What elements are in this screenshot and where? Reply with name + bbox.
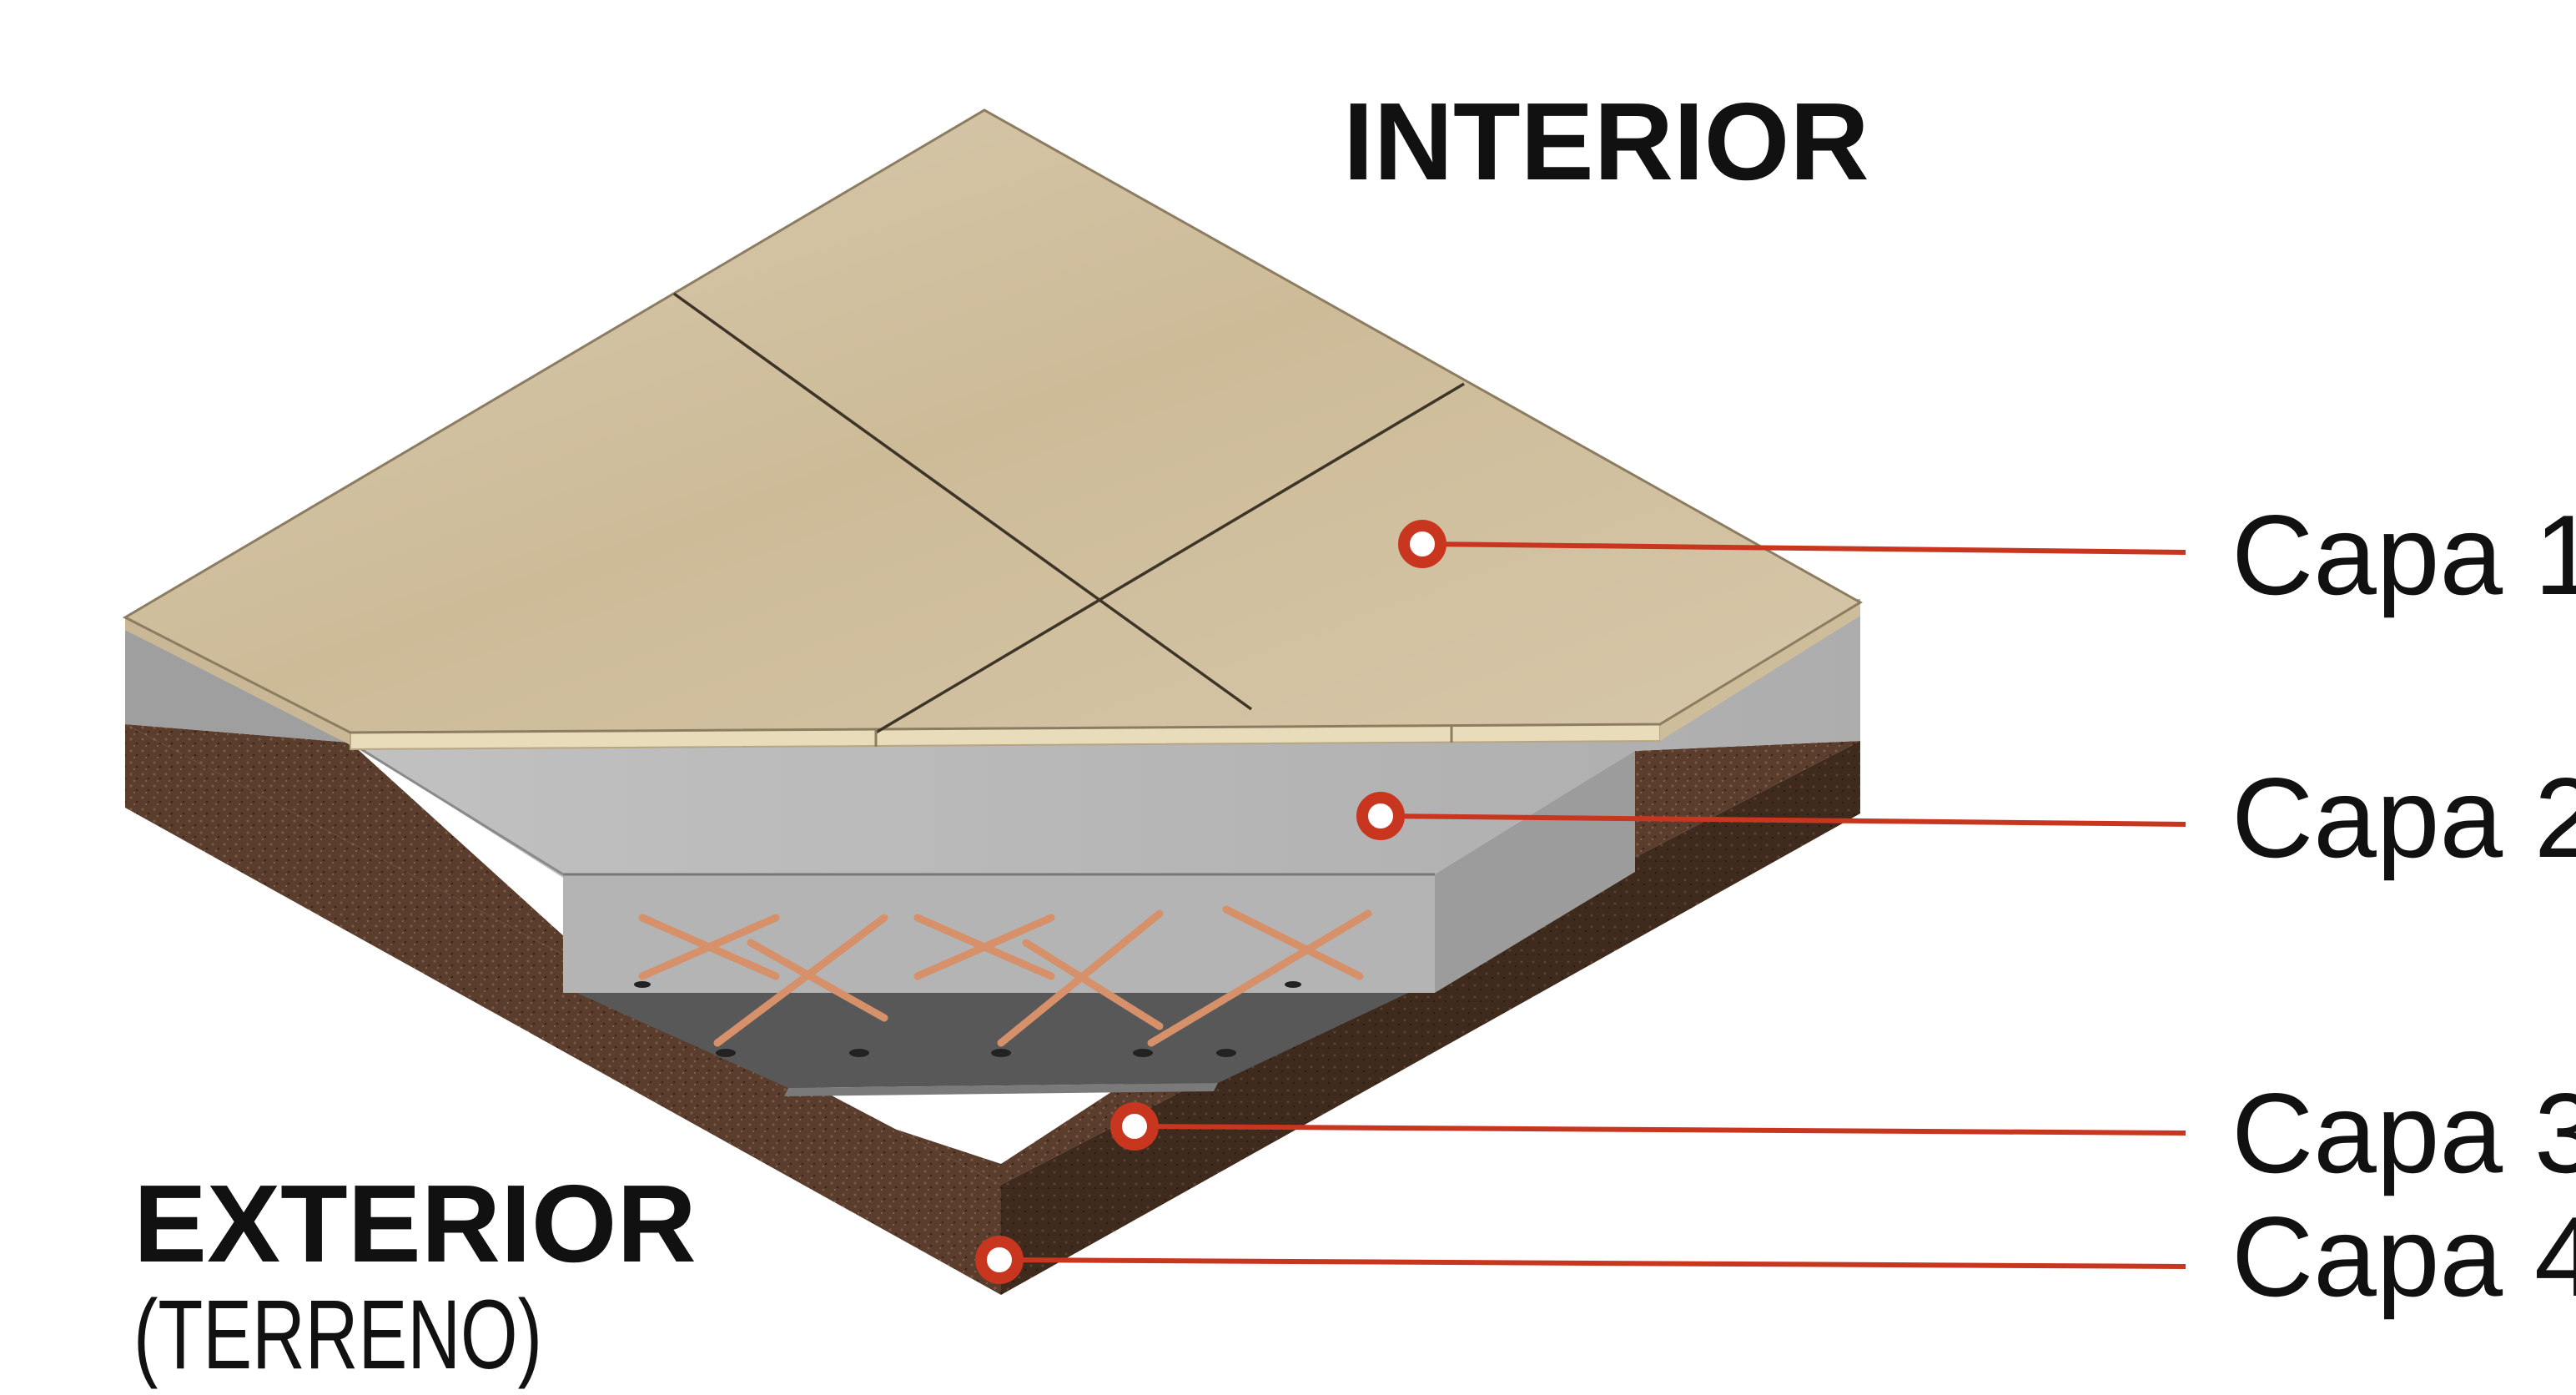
marker-dot-3 — [1116, 1108, 1153, 1145]
tile-layer — [125, 110, 1860, 749]
exterior-sublabel: (TERRENO) — [133, 1280, 542, 1390]
layer-label-1: Capa 1 — [2231, 491, 2576, 618]
leader-line-3 — [1135, 1126, 2186, 1133]
marker-dot-2 — [1362, 798, 1399, 834]
layer-label-2: Capa 2 — [2231, 754, 2576, 881]
marker-dot-4 — [981, 1241, 1018, 1278]
concrete-step-front — [563, 874, 1435, 993]
marker-dot-1 — [1404, 526, 1441, 562]
leader-line-4 — [999, 1260, 2186, 1267]
layer-label-4: Capa 4 — [2231, 1193, 2576, 1320]
exterior-label: EXTERIOR — [133, 1162, 697, 1285]
tile-surface — [125, 110, 1860, 733]
layer-label-3: Capa 3 — [2231, 1070, 2576, 1196]
interior-label: INTERIOR — [1343, 80, 1869, 203]
